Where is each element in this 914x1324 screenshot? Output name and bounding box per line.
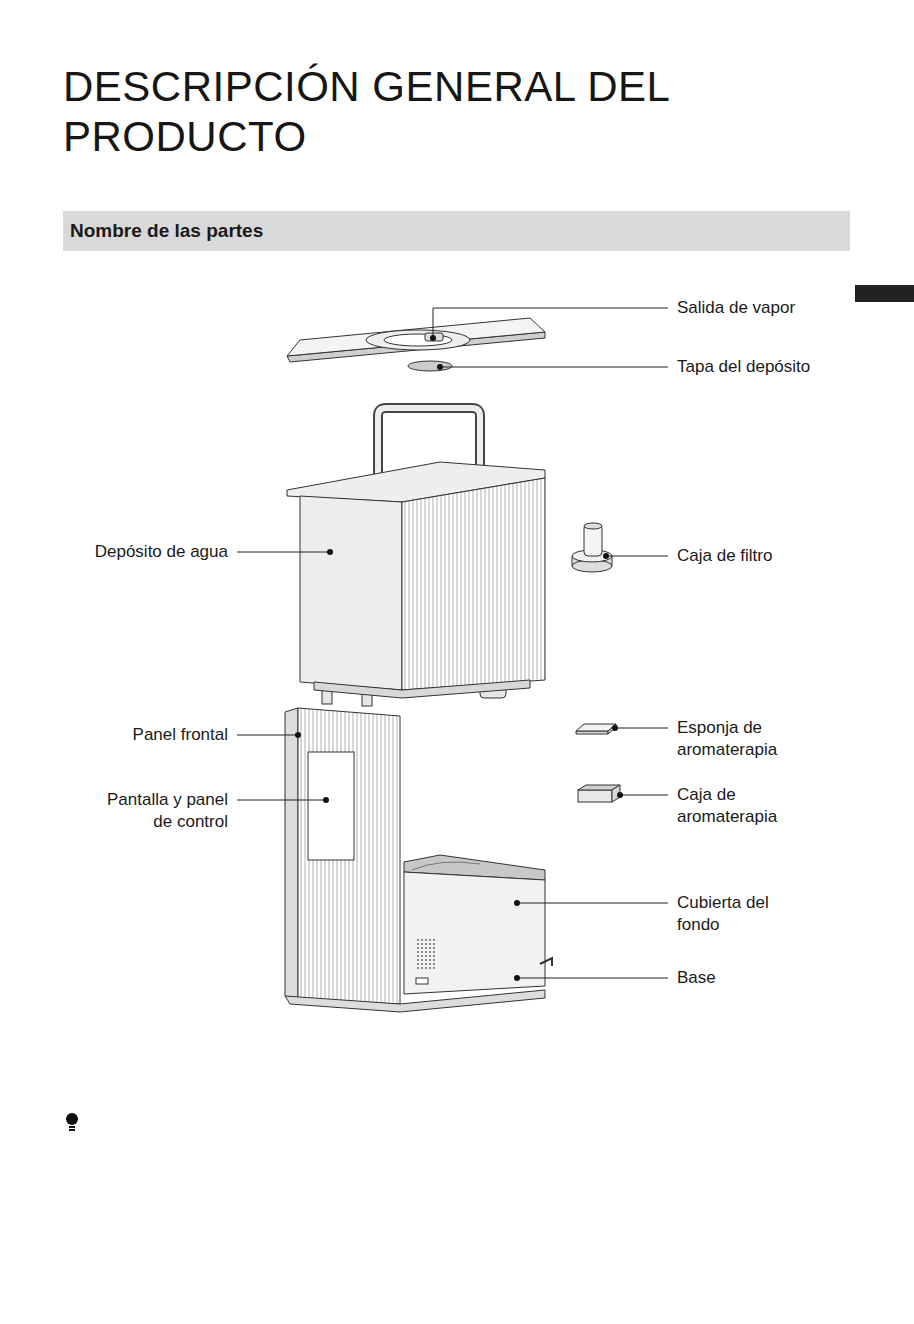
part-name: Tapa del depósito	[677, 357, 810, 376]
part-name: Depósito de agua	[95, 542, 228, 561]
part-label-box: Cubierta del fondo	[677, 892, 807, 936]
water-tank	[287, 408, 545, 706]
grille-dot	[429, 943, 431, 945]
grille-dot	[433, 967, 435, 969]
speaker-grille	[417, 939, 435, 969]
part-name: Base	[677, 968, 716, 987]
grille-dot	[425, 939, 427, 941]
grille-dot	[421, 943, 423, 945]
grille-dot	[433, 939, 435, 941]
grille-dot	[433, 943, 435, 945]
grille-dot	[433, 951, 435, 953]
grille-dot	[433, 963, 435, 965]
part-name: Pantalla y panel de control	[107, 790, 228, 831]
grille-dot	[429, 955, 431, 957]
part-label-box: Tapa del depósito	[677, 356, 877, 378]
grille-dot	[429, 967, 431, 969]
grille-dot	[417, 947, 419, 949]
part-label-box: Caja de aromaterapia	[677, 784, 807, 828]
grille-dot	[421, 955, 423, 957]
part-label-box: Pantalla y panel de control	[88, 789, 228, 833]
part-name: Panel frontal	[133, 725, 228, 744]
grille-dot	[421, 959, 423, 961]
grille-dot	[429, 951, 431, 953]
part-name: Salida de vapor	[677, 298, 795, 317]
grille-dot	[425, 951, 427, 953]
leader-lines	[237, 308, 668, 978]
part-label-box: Salida de vapor	[677, 297, 877, 319]
grille-dot	[425, 959, 427, 961]
grille-dot	[429, 947, 431, 949]
grille-dot	[417, 951, 419, 953]
grille-dot	[417, 959, 419, 961]
grille-dot	[421, 947, 423, 949]
part-name: Cubierta del fondo	[677, 893, 769, 934]
grille-dot	[433, 947, 435, 949]
section-tab	[855, 285, 914, 302]
page-title: DESCRIPCIÓN GENERAL DEL PRODUCTO	[63, 62, 843, 162]
grille-dot	[417, 955, 419, 957]
grille-dot	[417, 943, 419, 945]
part-name: Caja de filtro	[677, 546, 772, 565]
part-label-box: Caja de filtro	[677, 545, 877, 567]
aroma-sponge	[576, 724, 616, 734]
part-label-box: Depósito de agua	[28, 541, 228, 563]
tip-icon	[66, 1113, 78, 1131]
grille-dot	[425, 947, 427, 949]
grille-dot	[417, 963, 419, 965]
aroma-box	[578, 785, 620, 802]
section-heading: Nombre de las partes	[63, 211, 850, 251]
tank-lid	[287, 318, 545, 371]
grille-dot	[429, 939, 431, 941]
grille-dot	[425, 955, 427, 957]
part-label-box: Esponja de aromaterapia	[677, 717, 807, 761]
section-band: Nombre de las partes	[63, 211, 850, 251]
grille-dot	[433, 955, 435, 957]
part-name: Esponja de aromaterapia	[677, 718, 777, 759]
grille-dot	[425, 963, 427, 965]
part-name: Caja de aromaterapia	[677, 785, 777, 826]
grille-dot	[429, 963, 431, 965]
grille-dot	[425, 943, 427, 945]
grille-dot	[421, 951, 423, 953]
part-label-box: Base	[677, 967, 877, 989]
base-unit	[285, 708, 552, 1012]
grille-dot	[425, 967, 427, 969]
grille-dot	[421, 963, 423, 965]
filter-box	[572, 523, 612, 572]
grille-dot	[421, 967, 423, 969]
grille-dot	[417, 967, 419, 969]
leader-dots	[295, 335, 623, 981]
grille-dot	[429, 959, 431, 961]
grille-dot	[421, 939, 423, 941]
part-label-box: Panel frontal	[28, 724, 228, 746]
grille-dot	[417, 939, 419, 941]
grille-dot	[433, 959, 435, 961]
